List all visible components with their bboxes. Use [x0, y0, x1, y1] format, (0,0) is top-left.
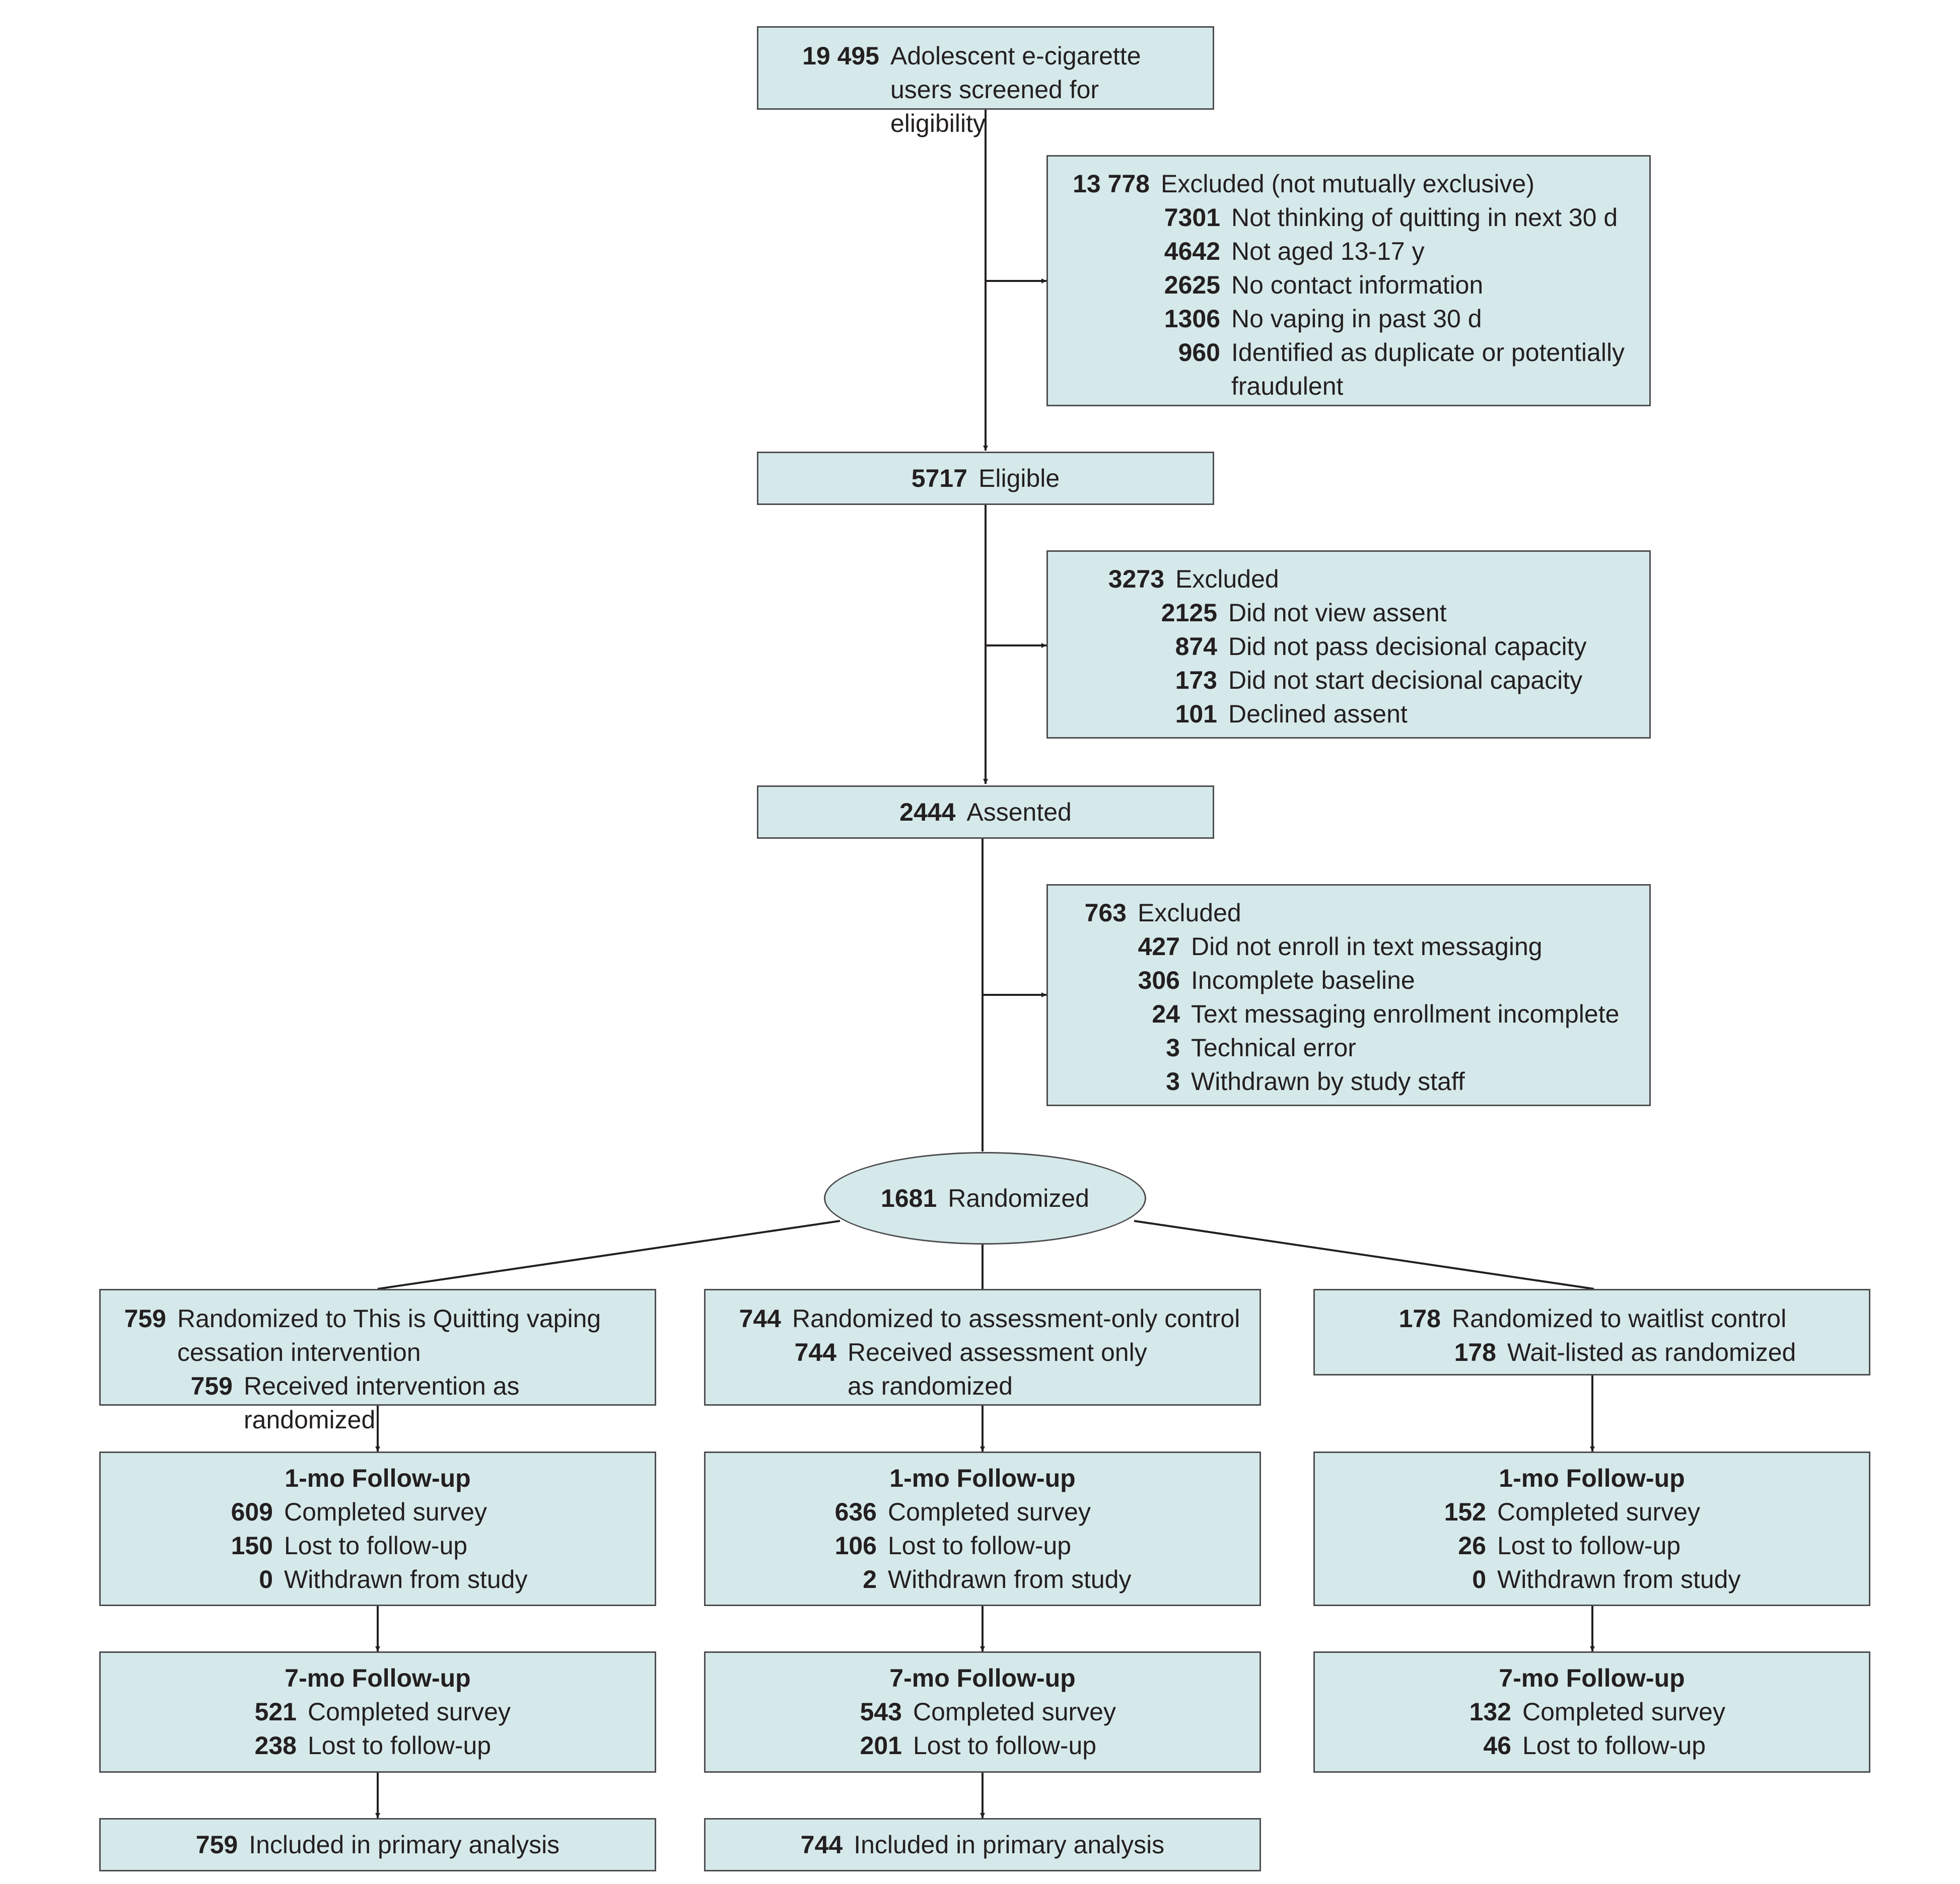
- allocation-item: 178 Wait-listed as randomized: [1454, 1338, 1796, 1366]
- analysis-label: Included in primary analysis: [854, 1830, 1165, 1859]
- assented-count: 2444: [899, 798, 956, 826]
- analysis-count: 759: [195, 1830, 238, 1859]
- arm2-allocation-box: 744 Randomized to assessment-only contro…: [704, 1289, 1261, 1406]
- excluded-enrollment-label: Excluded: [1138, 899, 1241, 927]
- randomized-count: 1681: [881, 1184, 937, 1212]
- assented-box: 2444 Assented: [757, 785, 1214, 839]
- arm1-analysis-box: 759 Included in primary analysis: [99, 1818, 656, 1871]
- screened-count: 19 495: [802, 42, 879, 70]
- followup-title: 7-mo Follow-up: [285, 1664, 471, 1692]
- excluded-ineligible-box: 13 778 Excluded (not mutually exclusive)…: [1046, 155, 1651, 406]
- connector-randomized-arm3: [1134, 1220, 1594, 1290]
- arm2-analysis-box: 744 Included in primary analysis: [704, 1818, 1261, 1871]
- excluded-ineligible-label: Excluded (not mutually exclusive): [1161, 170, 1534, 198]
- eligible-count: 5717: [911, 464, 967, 492]
- eligible-label: Eligible: [978, 464, 1060, 492]
- screened-label: Adolescent e-cigarette users screened fo…: [890, 42, 1141, 137]
- screened-box: 19 495 Adolescent e-cigarette users scre…: [757, 26, 1214, 137]
- followup-title: 7-mo Follow-up: [889, 1664, 1076, 1692]
- randomized-label: Randomized: [948, 1184, 1089, 1212]
- analysis-label: Included in primary analysis: [249, 1830, 560, 1859]
- allocation-item: 744 Randomized to assessment-only contro…: [739, 1305, 1240, 1333]
- followup-title: 7-mo Follow-up: [1499, 1664, 1685, 1692]
- arm3-allocation-box: 178 Randomized to waitlist control 178 W…: [1313, 1289, 1870, 1375]
- excluded-ineligible-count: 13 778: [1073, 170, 1150, 198]
- connector-randomized-arm1: [377, 1220, 841, 1290]
- randomized-oval: 1681 Randomized: [824, 1152, 1146, 1245]
- allocation-item: 759 Received intervention as randomized: [190, 1372, 520, 1434]
- excluded-enrollment-count: 763: [1084, 899, 1127, 927]
- followup-title: 1-mo Follow-up: [889, 1464, 1076, 1492]
- excluded-assent-count: 3273: [1108, 565, 1164, 593]
- excluded-assent-label: Excluded: [1175, 565, 1279, 593]
- followup-title: 1-mo Follow-up: [285, 1464, 471, 1492]
- assented-label: Assented: [966, 798, 1072, 826]
- followup-title: 1-mo Follow-up: [1499, 1464, 1685, 1492]
- allocation-item: 744 Received assessment only as randomiz…: [794, 1338, 1147, 1400]
- analysis-count: 744: [800, 1830, 843, 1859]
- eligible-box: 5717 Eligible: [757, 452, 1214, 505]
- arm1-allocation-box: 759 Randomized to This is Quitting vapin…: [99, 1289, 656, 1434]
- allocation-item: 178 Randomized to waitlist control: [1398, 1305, 1787, 1333]
- allocation-item: 759 Randomized to This is Quitting vapin…: [124, 1305, 601, 1366]
